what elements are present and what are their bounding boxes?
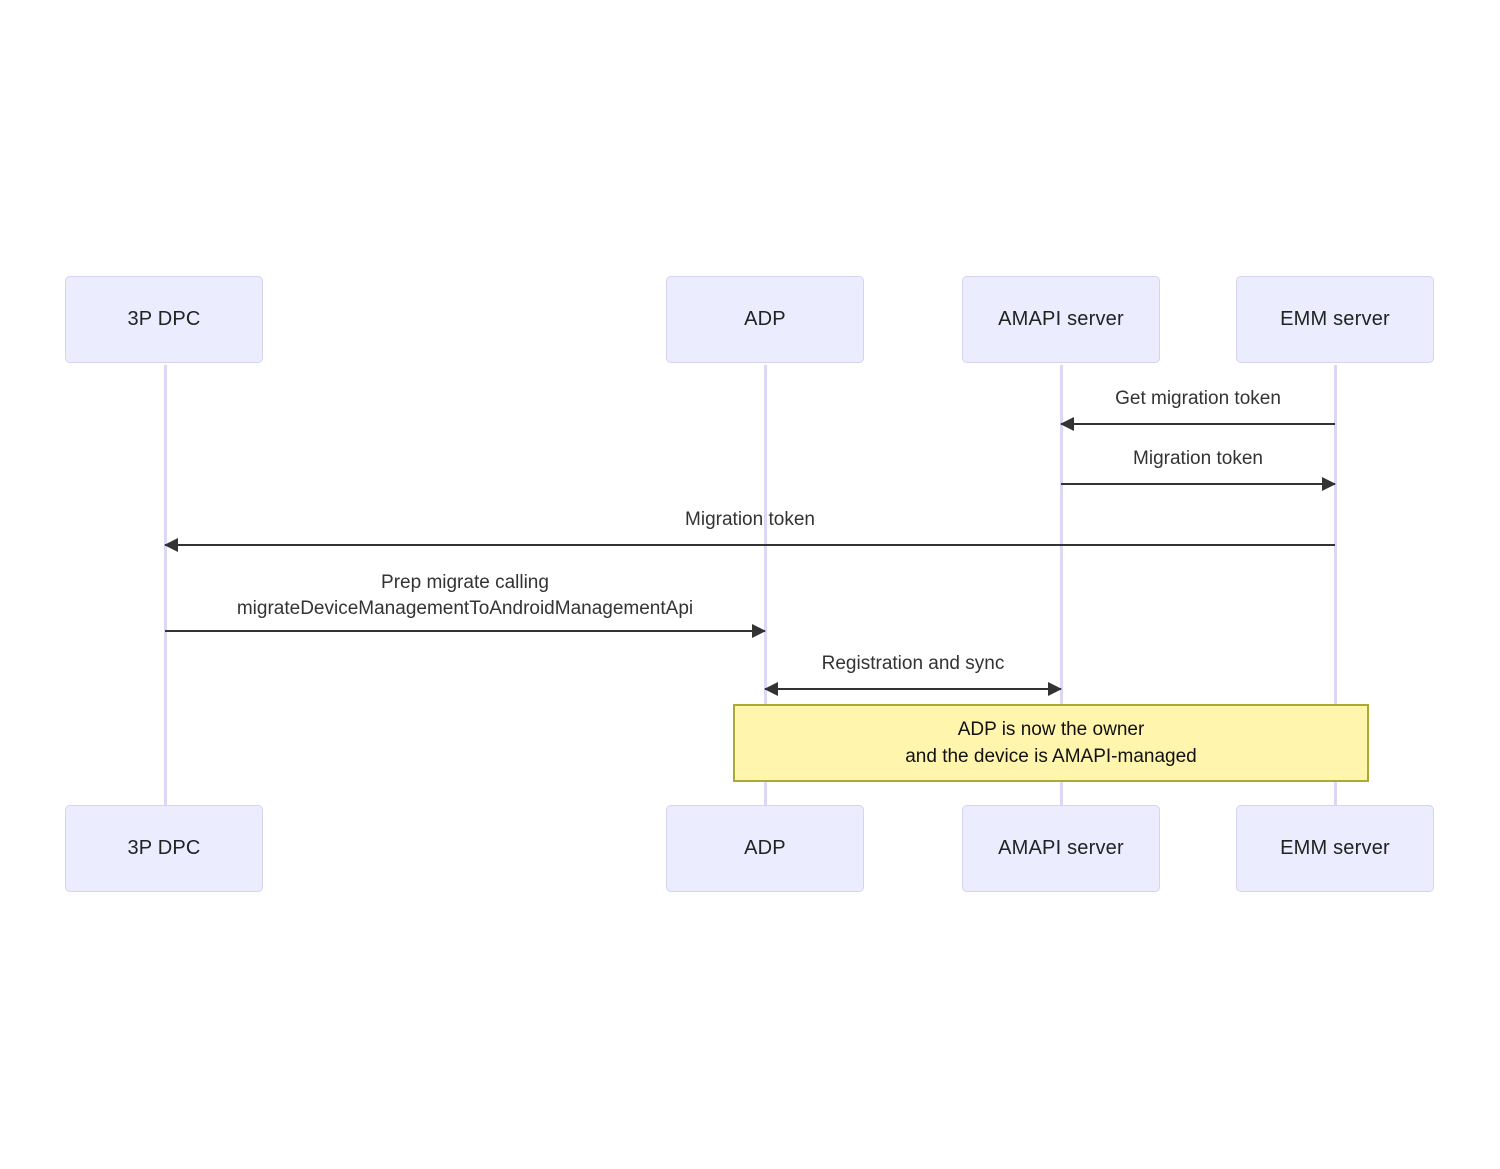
participant-top-amapi-server[interactable]: AMAPI server [962,276,1160,363]
participant-label: EMM server [1280,308,1390,330]
arrowhead-left-icon [1060,417,1074,431]
message-label: Get migration token [1115,388,1281,409]
message-line [1061,483,1335,485]
note-line-1: ADP is now the owner [957,719,1145,740]
participant-label: 3P DPC [127,837,201,859]
participant-top-3p-dpc[interactable]: 3P DPC [65,276,263,363]
participant-bottom-emm-server[interactable]: EMM server [1236,805,1434,892]
arrowhead-right-icon [1322,477,1336,491]
participant-top-adp[interactable]: ADP [666,276,864,363]
participant-label: AMAPI server [998,308,1124,330]
participant-label: ADP [744,308,786,330]
arrowhead-left-icon [764,682,778,696]
participant-top-emm-server[interactable]: EMM server [1236,276,1434,363]
lifeline-3p-dpc [164,365,167,805]
lifeline-adp [764,365,767,805]
message-label: Migration token [1133,448,1263,469]
note-line-2: and the device is AMAPI-managed [905,746,1197,767]
message-line [165,630,765,632]
message-label: Registration and sync [821,653,1005,674]
note-adp-owner: ADP is now the owner and the device is A… [733,704,1369,782]
message-label: Prep migrate calling migrateDeviceManage… [236,572,694,619]
arrowhead-right-icon [752,624,766,638]
participant-label: ADP [744,837,786,859]
participant-bottom-3p-dpc[interactable]: 3P DPC [65,805,263,892]
participant-label: 3P DPC [127,308,201,330]
participant-bottom-adp[interactable]: ADP [666,805,864,892]
message-line [1061,423,1335,425]
lifeline-emm-server [1334,365,1337,805]
lifeline-amapi-server [1060,365,1063,805]
message-line [765,688,1061,690]
participant-label: EMM server [1280,837,1390,859]
message-label: Migration token [685,509,815,530]
participant-bottom-amapi-server[interactable]: AMAPI server [962,805,1160,892]
participant-label: AMAPI server [998,837,1124,859]
arrowhead-right-icon [1048,682,1062,696]
arrowhead-left-icon [164,538,178,552]
message-line [165,544,1335,546]
